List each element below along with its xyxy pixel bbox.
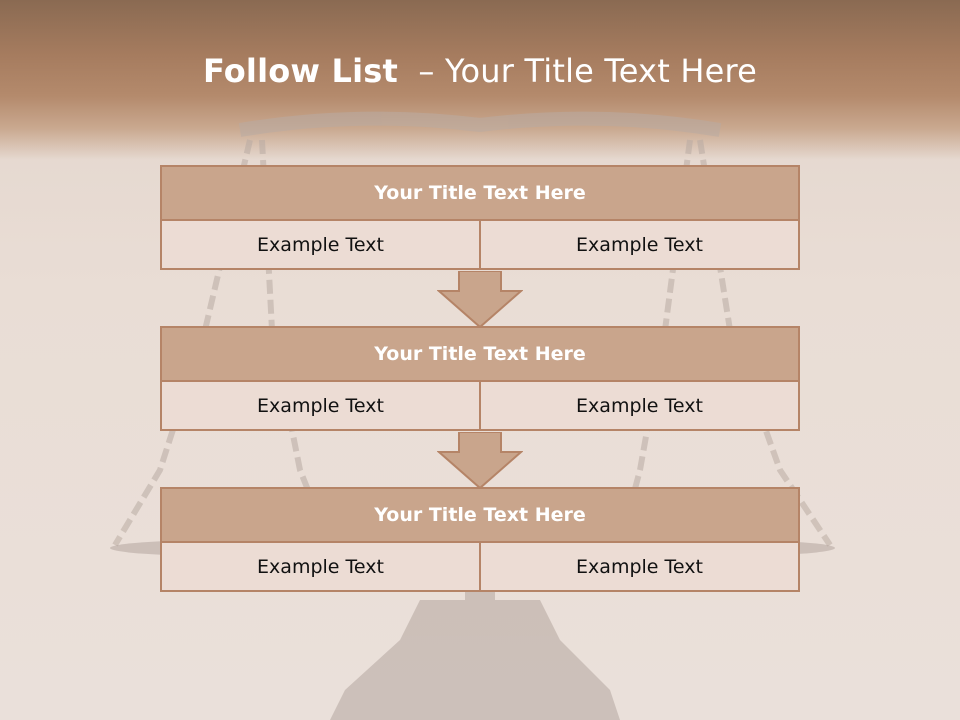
step-box-3: Your Title Text Here Example Text Exampl…	[160, 487, 800, 592]
step-box-1: Your Title Text Here Example Text Exampl…	[160, 165, 800, 270]
step-2-left-cell: Example Text	[160, 382, 481, 431]
header-band	[0, 0, 960, 160]
step-3-row: Example Text Example Text	[160, 543, 800, 592]
slide-title-bold: Follow List	[202, 52, 399, 90]
step-2-row: Example Text Example Text	[160, 382, 800, 431]
down-arrow-icon	[437, 432, 523, 490]
step-2-right-cell: Example Text	[481, 382, 800, 431]
step-3-left-cell: Example Text	[160, 543, 481, 592]
step-1-left-cell: Example Text	[160, 221, 481, 270]
slide-title: Follow List – Your Title Text Here	[0, 52, 960, 90]
down-arrow-icon	[437, 271, 523, 329]
step-1-row: Example Text Example Text	[160, 221, 800, 270]
step-3-title: Your Title Text Here	[160, 487, 800, 543]
step-1-title: Your Title Text Here	[160, 165, 800, 221]
step-3-right-cell: Example Text	[481, 543, 800, 592]
step-2-title: Your Title Text Here	[160, 326, 800, 382]
slide-title-rest: – Your Title Text Here	[418, 52, 758, 90]
step-1-right-cell: Example Text	[481, 221, 800, 270]
step-box-2: Your Title Text Here Example Text Exampl…	[160, 326, 800, 431]
